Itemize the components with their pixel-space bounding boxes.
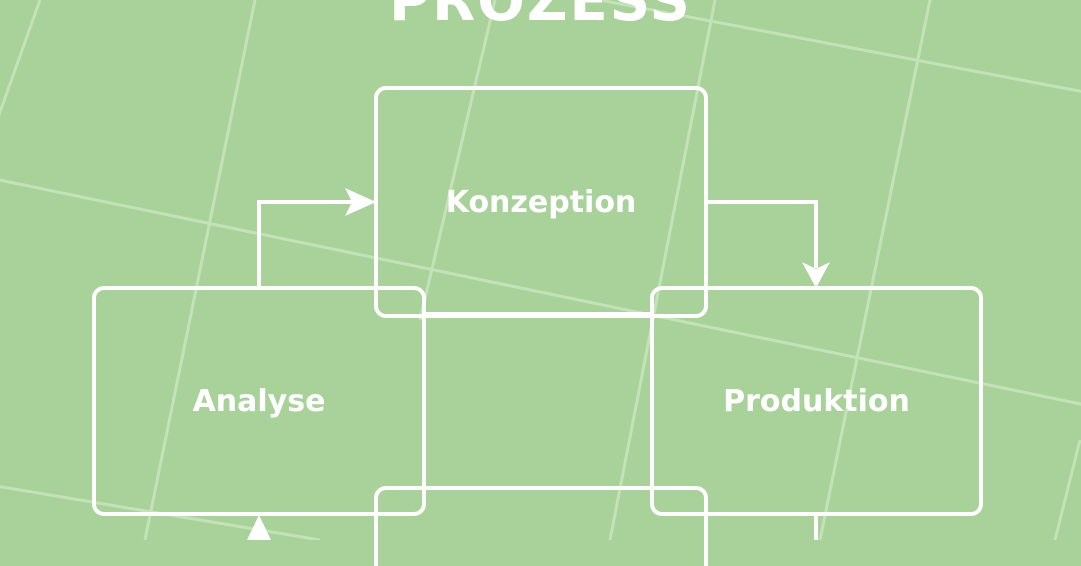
grid-line: [1053, 439, 1081, 540]
arrow-up-icon: [247, 515, 271, 540]
step-konzeption: Konzeption: [374, 86, 708, 318]
grid-line: [599, 0, 1081, 93]
arrow-right-icon: [345, 188, 376, 216]
step-bottom: [374, 486, 708, 566]
connector-konzeption-produktion: [706, 200, 818, 268]
diagram-title: PROZESS: [389, 0, 692, 34]
grid-line: [0, 178, 1081, 406]
step-label: Analyse: [192, 383, 326, 419]
grid-line: [0, 0, 42, 117]
grid-line: [418, 0, 497, 321]
step-label: Konzeption: [445, 184, 637, 220]
step-produktion: Produktion: [650, 286, 983, 516]
step-label: Produktion: [723, 383, 910, 419]
grid-line: [818, 0, 932, 540]
grid-line: [143, 0, 257, 540]
arrow-down-icon: [802, 262, 830, 288]
connector-analyse-konzeption: [257, 200, 352, 288]
step-analyse: Analyse: [92, 286, 426, 516]
